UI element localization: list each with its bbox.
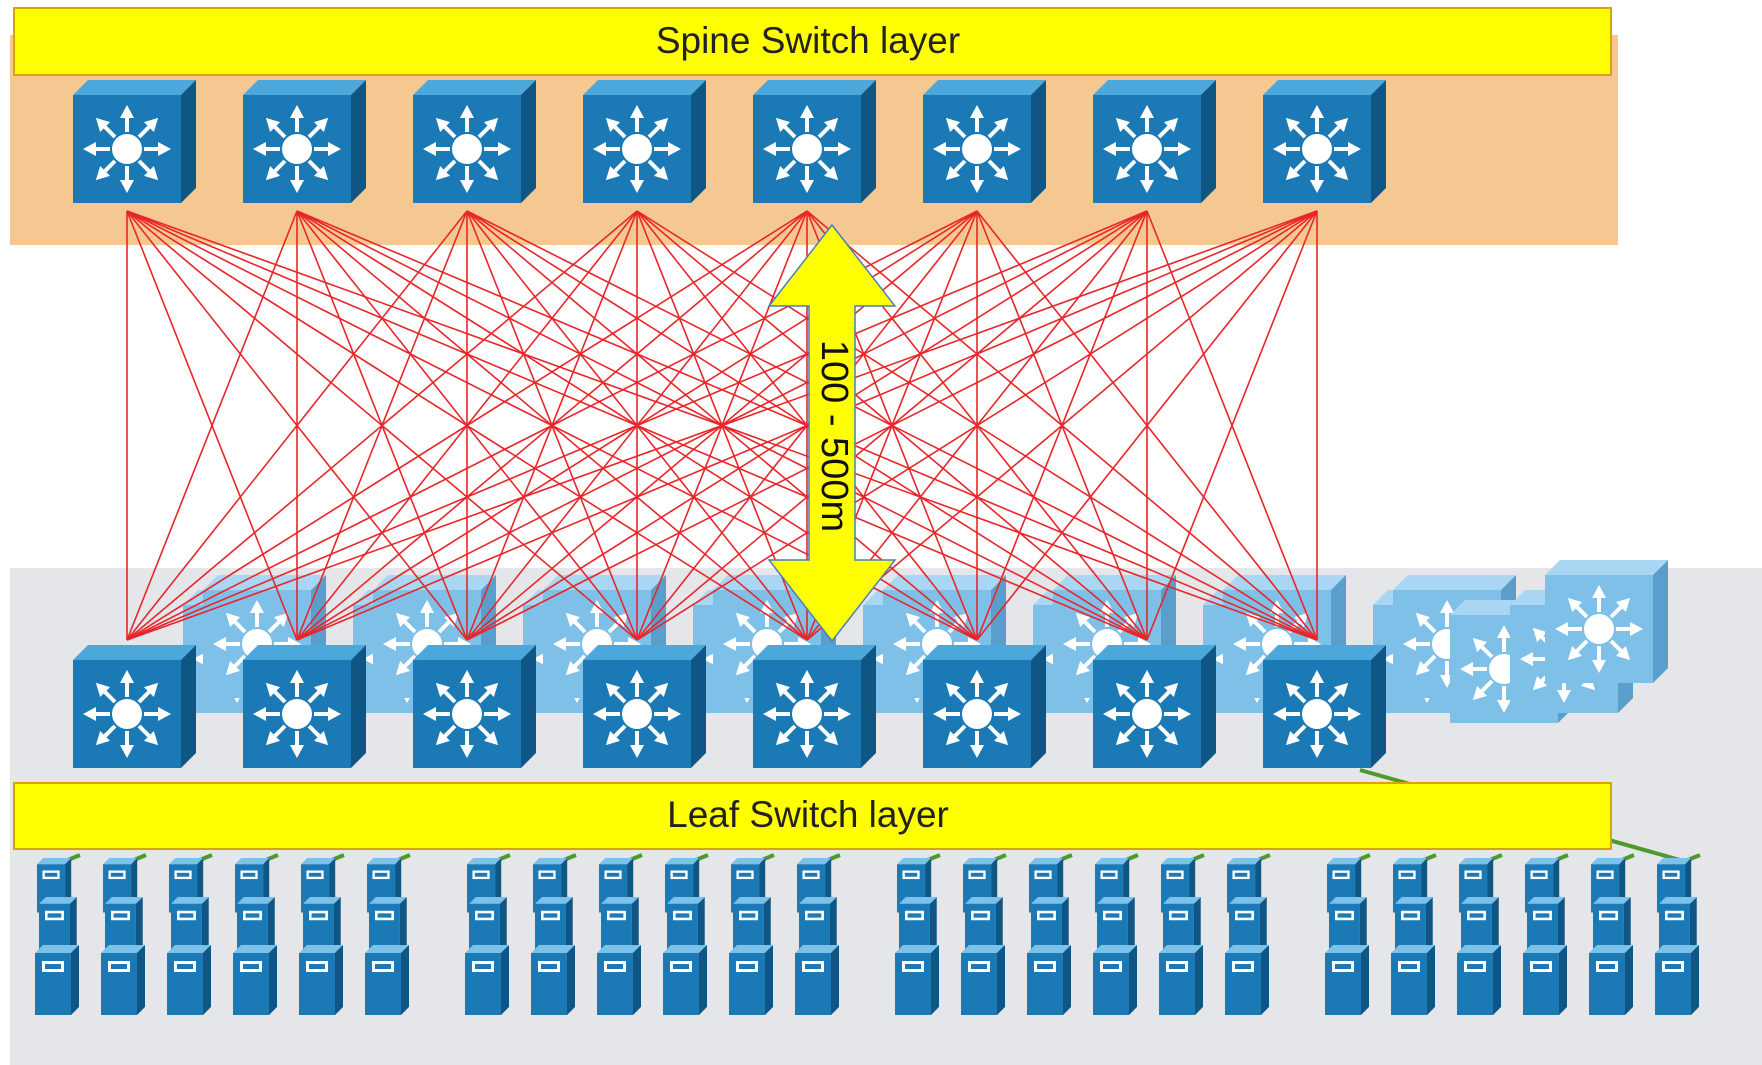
spine-switch xyxy=(923,80,1046,203)
spine-switch xyxy=(583,80,706,203)
server-tower-icon xyxy=(1523,945,1567,1015)
server-tower-icon xyxy=(233,945,277,1015)
multilayer-switch-icon xyxy=(1273,105,1361,193)
multilayer-switch-icon xyxy=(593,105,681,193)
server-tower-icon xyxy=(795,945,839,1015)
multilayer-switch-icon xyxy=(1103,105,1191,193)
spine-banner: Spine Switch layer xyxy=(13,7,1612,76)
leaf-switch xyxy=(413,645,536,768)
leaf-switch xyxy=(243,645,366,768)
multilayer-switch-icon xyxy=(83,105,171,193)
server-tower-icon xyxy=(597,945,641,1015)
server-tower-icon xyxy=(1391,945,1435,1015)
spine-switch xyxy=(753,80,876,203)
spine-switch-group xyxy=(73,80,1386,203)
spine-leaf-link xyxy=(126,210,298,641)
leaf-switch xyxy=(583,645,706,768)
spine-switch xyxy=(1093,80,1216,203)
server-tower-icon xyxy=(663,945,707,1015)
spine-leaf-link xyxy=(126,210,808,641)
multilayer-switch-icon xyxy=(763,670,851,758)
spine-leaf-link xyxy=(126,210,468,641)
spine-leaf-link xyxy=(1146,210,1318,641)
spine-leaf-link xyxy=(636,210,1318,641)
multilayer-switch-icon xyxy=(423,670,511,758)
leaf-banner: Leaf Switch layer xyxy=(13,782,1612,850)
multilayer-switch-icon xyxy=(763,105,851,193)
server-tower-icon xyxy=(1027,945,1071,1015)
multilayer-switch-icon xyxy=(83,670,171,758)
server-tower-icon xyxy=(365,945,409,1015)
server-tower-icon xyxy=(1225,945,1269,1015)
server-tower-icon xyxy=(299,945,343,1015)
server-tower-icon xyxy=(1457,945,1501,1015)
server-tower-icon xyxy=(167,945,211,1015)
multilayer-switch-icon xyxy=(933,105,1021,193)
server-tower-icon xyxy=(961,945,1005,1015)
multilayer-switch-icon xyxy=(253,105,341,193)
distance-label: 100 - 500m xyxy=(813,340,855,532)
leaf-switch xyxy=(753,645,876,768)
leaf-switch-group xyxy=(73,645,1386,768)
spine-leaf-link xyxy=(466,210,1318,641)
leaf-switch xyxy=(923,645,1046,768)
link-mesh xyxy=(126,210,1318,641)
multilayer-switch-icon xyxy=(593,670,681,758)
spine-banner-label: Spine Switch layer xyxy=(656,20,960,61)
leaf-switch xyxy=(1263,645,1386,768)
spine-leaf-link xyxy=(126,210,1318,641)
multilayer-switch-icon xyxy=(1103,670,1191,758)
server-tower-icon xyxy=(1093,945,1137,1015)
multilayer-switch-icon xyxy=(1555,585,1643,673)
spine-leaf-link xyxy=(126,210,638,641)
spine-leaf-link xyxy=(806,210,1318,641)
spine-switch xyxy=(413,80,536,203)
multilayer-switch-icon xyxy=(423,105,511,193)
leaf-switch xyxy=(1093,645,1216,768)
leaf-banner-label: Leaf Switch layer xyxy=(667,794,949,835)
spine-switch xyxy=(1263,80,1386,203)
faded-leaf-switch xyxy=(1545,560,1668,683)
spine-switch xyxy=(243,80,366,203)
server-tower-icon xyxy=(1325,945,1369,1015)
spine-leaf-link xyxy=(296,210,1318,641)
server-tower-icon xyxy=(531,945,575,1015)
server-tower-icon xyxy=(895,945,939,1015)
distance-arrow xyxy=(767,223,897,643)
server-tower-icon xyxy=(1655,945,1699,1015)
multilayer-switch-icon xyxy=(253,670,341,758)
spine-leaf-link xyxy=(126,210,1148,641)
server-tower-icon xyxy=(729,945,773,1015)
server-tower-icon xyxy=(35,945,79,1015)
server-tower-icon xyxy=(1589,945,1633,1015)
server-tower-icon xyxy=(1159,945,1203,1015)
leaf-switch xyxy=(73,645,196,768)
spine-switch xyxy=(73,80,196,203)
multilayer-switch-icon xyxy=(1273,670,1361,758)
server-tower-icon xyxy=(101,945,145,1015)
multilayer-switch-icon xyxy=(933,670,1021,758)
spine-leaf-link xyxy=(976,210,1318,641)
server-tower-icon xyxy=(465,945,509,1015)
